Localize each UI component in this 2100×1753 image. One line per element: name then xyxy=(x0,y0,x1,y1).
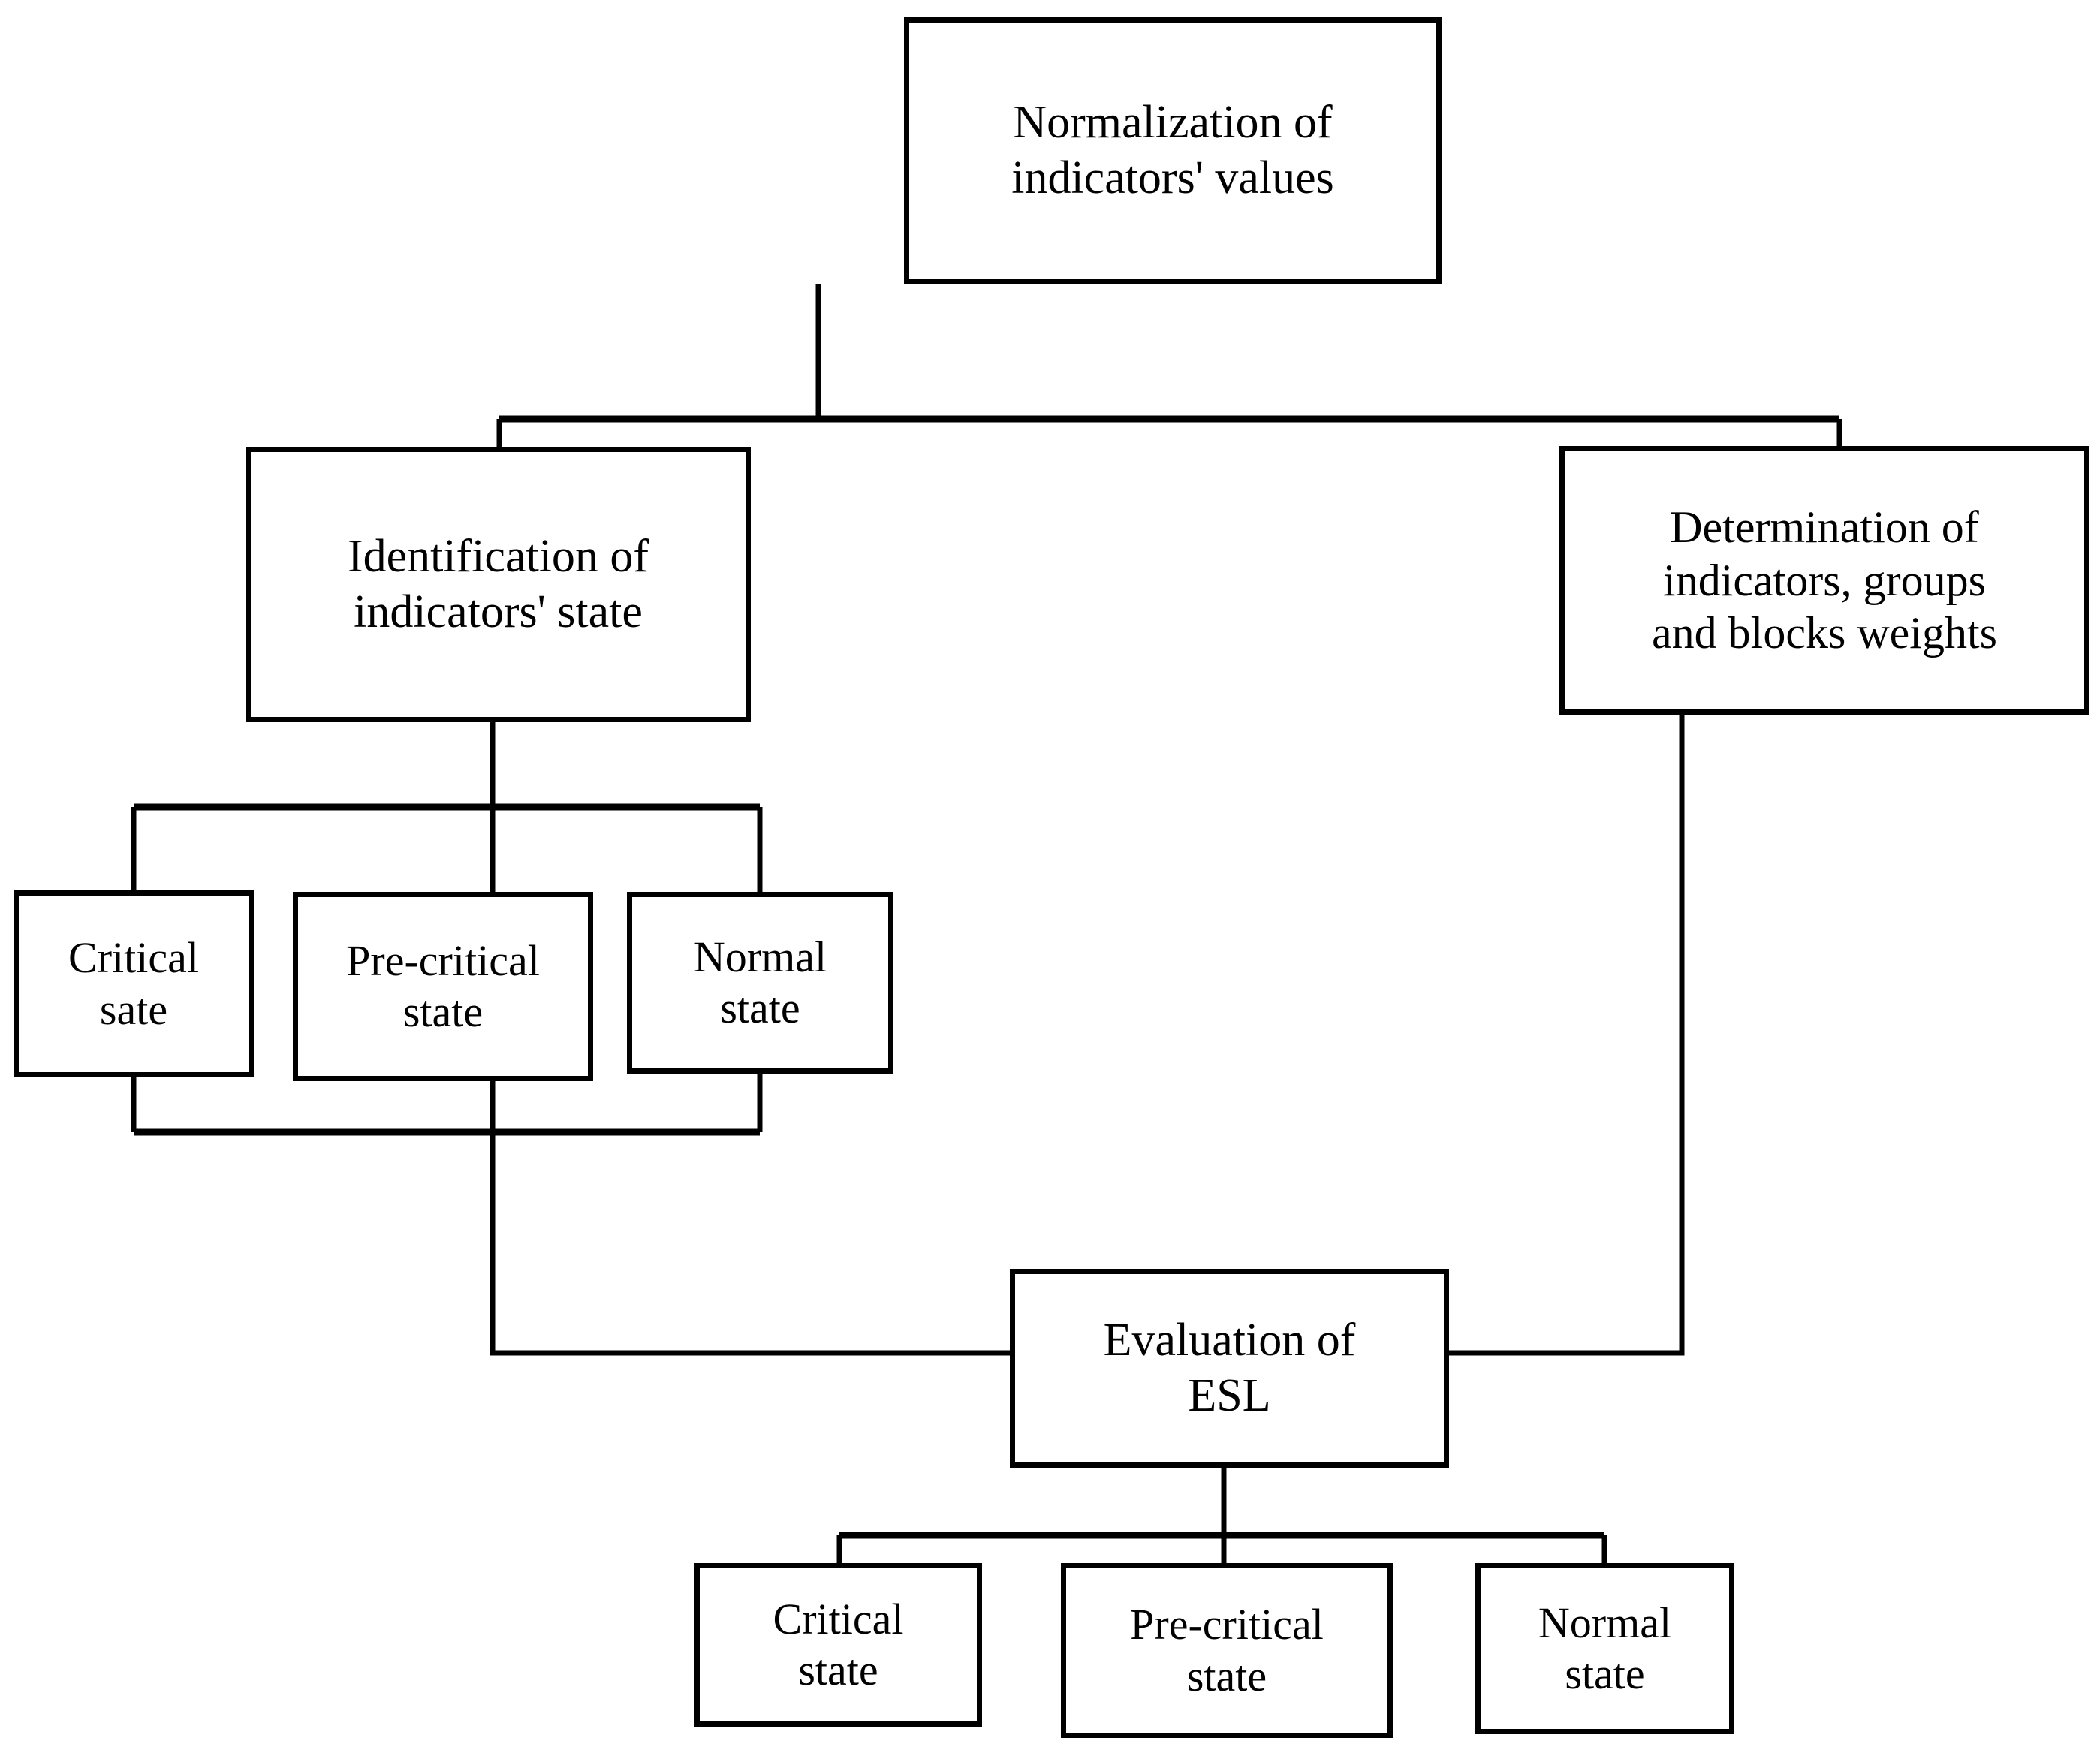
node-normalization[interactable]: Normalization of indicators' values xyxy=(904,17,1442,284)
node-determination[interactable]: Determination of indicators, groups and … xyxy=(1559,446,2089,715)
node-esl-precritical-state[interactable]: Pre-critical state xyxy=(1061,1563,1393,1738)
node-identification-label: Identification of indicators' state xyxy=(347,531,649,637)
node-esl-normal-state-label: Normal state xyxy=(1538,1598,1672,1698)
node-evaluation-esl[interactable]: Evaluation of ESL xyxy=(1010,1269,1449,1468)
node-indicator-critical-state[interactable]: Critical sate xyxy=(14,890,254,1077)
node-esl-precritical-state-label: Pre-critical state xyxy=(1130,1600,1324,1700)
node-indicator-normal-state-label: Normal state xyxy=(693,932,827,1032)
node-esl-critical-state-label: Critical state xyxy=(773,1594,904,1694)
node-identification[interactable]: Identification of indicators' state xyxy=(246,447,751,722)
node-indicator-normal-state[interactable]: Normal state xyxy=(627,892,893,1074)
node-esl-critical-state[interactable]: Critical state xyxy=(694,1563,982,1727)
edge-precritical-to-evaluation xyxy=(490,1081,1010,1356)
node-evaluation-esl-label: Evaluation of ESL xyxy=(1103,1315,1356,1421)
node-indicator-critical-state-label: Critical sate xyxy=(68,933,199,1034)
node-esl-normal-state[interactable]: Normal state xyxy=(1475,1563,1734,1734)
node-indicator-precritical-state-label: Pre-critical state xyxy=(346,935,540,1036)
node-indicator-precritical-state[interactable]: Pre-critical state xyxy=(293,892,593,1081)
edge-determination-to-evaluation xyxy=(1449,715,1685,1356)
node-determination-label: Determination of indicators, groups and … xyxy=(1652,502,1997,658)
node-normalization-label: Normalization of indicators' values xyxy=(1011,97,1334,203)
